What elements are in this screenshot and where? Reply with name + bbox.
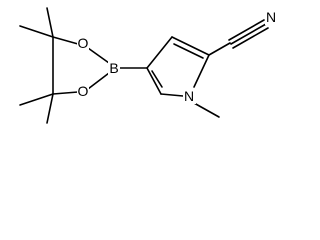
nitrile-group bbox=[208, 19, 269, 56]
oxygen-lower-label: O bbox=[78, 83, 89, 99]
bond-triple-b bbox=[230, 23, 267, 45]
bond-triple-a bbox=[228, 19, 265, 41]
pinacol-methyls bbox=[19, 7, 54, 124]
bond-c2-n1 bbox=[193, 54, 210, 88]
bond-o-lower-c bbox=[52, 91, 79, 95]
bond-b-o-upper bbox=[87, 47, 110, 64]
bond-methyl-1 bbox=[46, 7, 54, 38]
bond-n-methyl bbox=[193, 102, 220, 118]
boron-label: B bbox=[109, 60, 118, 76]
bond-o-upper-c bbox=[52, 36, 79, 45]
bond-c5-c4-outer bbox=[146, 67, 162, 95]
bond-triple-c bbox=[232, 27, 269, 49]
bond-c5-c4-inner bbox=[151, 70, 163, 88]
pyrrole-ring bbox=[146, 36, 210, 97]
chemical-structure: O O B N N bbox=[19, 7, 278, 124]
oxygen-upper-label: O bbox=[78, 35, 89, 51]
dioxaborolane-ring bbox=[52, 36, 110, 95]
bond-c4-c3 bbox=[146, 36, 173, 69]
atom-labels: O O B N N bbox=[77, 9, 278, 104]
ring-nitrogen-label: N bbox=[184, 88, 194, 104]
nitrile-nitrogen-label: N bbox=[266, 9, 276, 25]
bond-c3-c2-outer bbox=[171, 36, 210, 56]
bond-n1-c5 bbox=[160, 93, 184, 97]
bond-methyl-2 bbox=[19, 25, 54, 38]
bond-methyl-4 bbox=[46, 93, 54, 124]
bond-c2-cn bbox=[208, 42, 231, 56]
bond-b-o-lower bbox=[87, 72, 110, 90]
bond-methyl-3 bbox=[19, 93, 54, 106]
bond-c3-c2-inner bbox=[173, 43, 204, 59]
